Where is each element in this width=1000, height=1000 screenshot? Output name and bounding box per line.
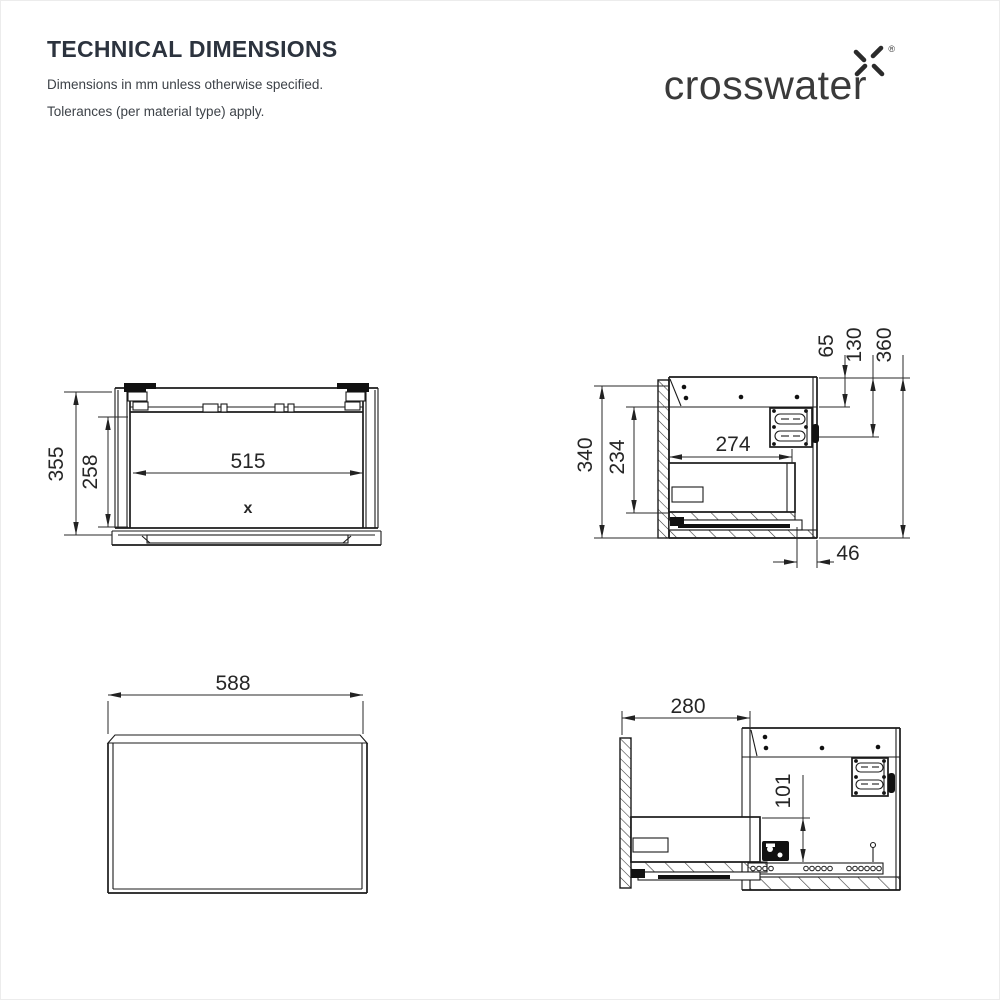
drawer-bottom-section [668,511,796,521]
runner-pin [869,841,877,849]
header: TECHNICAL DIMENSIONS Dimensions in mm un… [47,36,953,131]
dim-355: 355 [45,446,68,481]
front-view-carcass [111,383,382,546]
brand-wordmark: crosswater [663,62,867,108]
open-drawer-assembly [619,737,789,889]
dim-234: 234 [606,439,629,474]
open-view-carcass [741,727,901,891]
crosswater-x-icon [851,44,887,85]
open-view-dimensions: 280 101 [621,695,810,862]
dim-274: 274 [715,433,750,456]
subtitle-line-1: Dimensions in mm unless otherwise specif… [47,77,324,92]
side-view-dimensions: 340 234 274 65 130 [574,327,910,568]
plan-view-carcass [106,734,369,894]
dim-101: 101 [772,773,795,808]
bracket-hook [888,773,895,793]
dim-280: 280 [670,695,705,718]
side-view-open-drawing: 280 101 [619,695,901,891]
front-view-dimensions: 355 258 515 x [45,391,363,536]
drawer-bottom-section [630,861,768,873]
center-marker: x [244,500,253,517]
drawer-box [668,462,796,513]
carcass-bottom-section [668,529,818,539]
wall-bracket [769,407,819,448]
dim-65: 65 [815,334,838,357]
side-view-drawing: 340 234 274 65 130 [574,327,910,568]
dim-340: 340 [574,437,597,472]
bracket-hook [812,424,819,443]
dim-46: 46 [836,542,859,565]
brand-logo: crosswater ® [625,44,895,126]
dim-515: 515 [230,450,265,473]
runner-lock-mechanism [762,841,789,861]
wall-bracket [851,757,895,797]
dim-360: 360 [873,327,896,362]
drawer-front-section [657,379,670,539]
plan-view-dimensions: 588 [107,672,364,734]
dim-130: 130 [843,327,866,362]
runner-bearings [750,865,882,872]
hanging-bracket-left [124,383,156,392]
dim-588: 588 [215,672,250,695]
carcass-bottom-section [749,876,901,891]
plan-view-drawing: 588 [106,672,369,894]
hanging-bracket-right [337,383,369,392]
registered-mark: ® [888,44,895,54]
page-title: TECHNICAL DIMENSIONS [47,36,338,62]
subtitle-line-2: Tolerances (per material type) apply. [47,104,265,119]
dim-258: 258 [79,454,102,489]
drawer-front-section [619,737,632,889]
front-view-drawing: 355 258 515 x [45,383,382,546]
